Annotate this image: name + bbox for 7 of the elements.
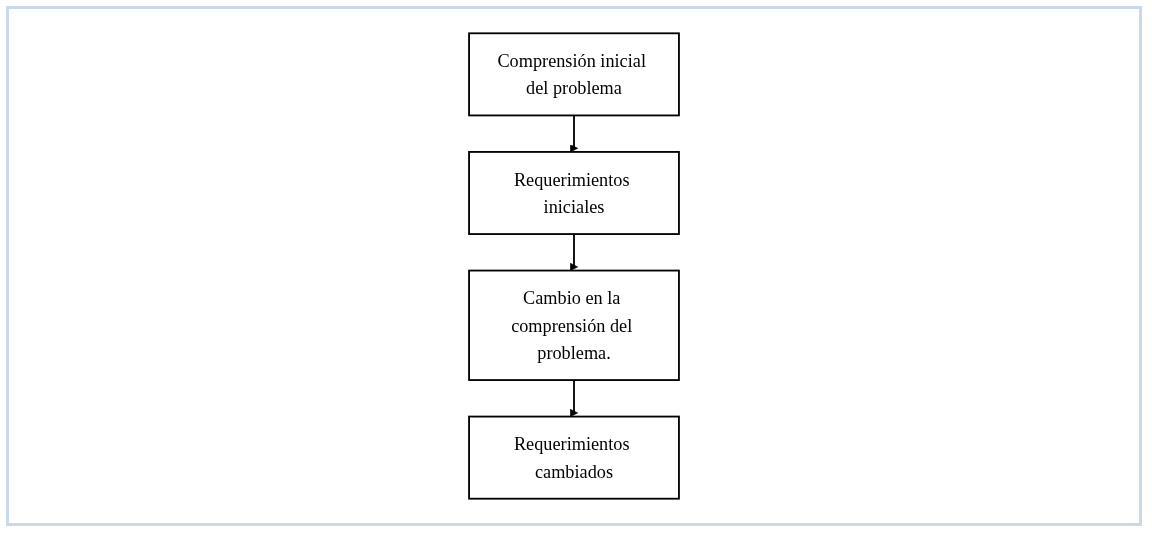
node-box: Comprensión inicial del problema: [468, 32, 680, 117]
arrow: [570, 233, 578, 271]
arrow: [570, 114, 578, 153]
node-box: Requerimientos iniciales: [468, 151, 680, 235]
node-box: Requerimientos cambiados: [468, 415, 680, 500]
arrow: [570, 379, 578, 417]
node-box: Cambio en la comprensión del problema.: [468, 269, 680, 381]
